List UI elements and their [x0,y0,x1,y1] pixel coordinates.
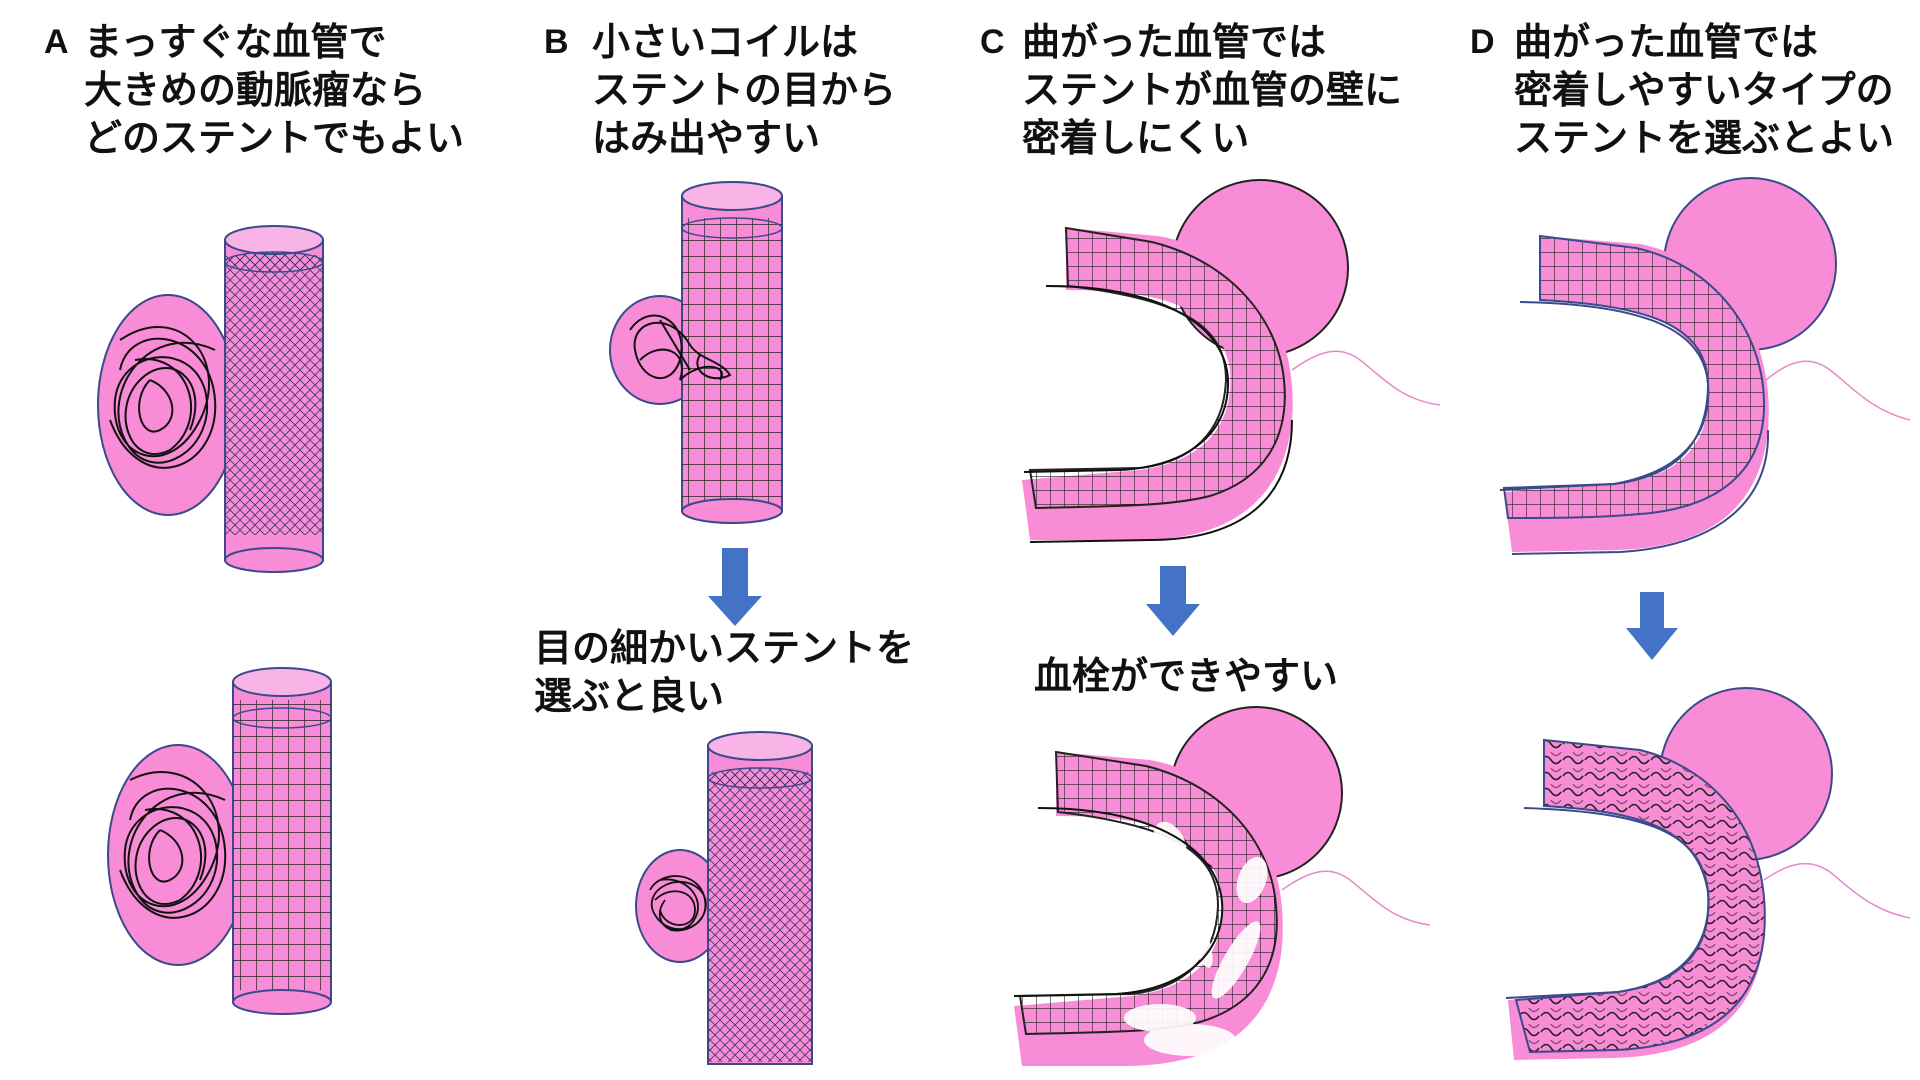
heading-line: ステントを選ぶとよい [1514,116,1895,160]
panel-c-result-caption: 血栓ができやすい [1034,652,1338,700]
vessel-wall-line [1499,301,1710,491]
stent-mesh [708,772,812,1062]
vessel-top [707,731,813,761]
stent-curved [1502,234,1766,520]
vessel-wall-line [1029,419,1293,543]
vessel-branch [1763,862,1911,919]
panel-c-top-illustration [1022,179,1441,543]
panel-b-result-caption: 目の細かいステントを 選ぶと良い [534,624,914,720]
vessel-wall-line [1511,429,1770,555]
coil-tangle [119,771,227,919]
vessel-branch [1291,350,1441,406]
vessel-top [232,667,332,697]
vessel-wall-line [1505,807,1710,999]
vessel-bottom [224,547,324,573]
panel-d-top-illustration [1499,177,1911,555]
stent-top-edge [681,217,783,239]
panel-letter: A [44,23,69,61]
vessel-branch [1281,870,1431,926]
vessel-top [224,225,324,255]
vessel-top [681,181,783,211]
thrombus-clots [1124,821,1268,1056]
heading-line: ステントの目から [592,68,897,112]
panel-letter: B [544,23,569,61]
heading-line: 密着しやすいタイプの [1514,68,1894,112]
arrow-down-icon [708,548,762,626]
panel-b-bottom-illustration [635,731,813,1065]
coil-tangle [649,875,707,932]
heading-line: まっすぐな血管で [84,20,387,64]
heading-line: はみ出やすい [592,116,821,160]
panel-c-bottom-illustration [1013,706,1431,1066]
caption-line: 目の細かいステントを [534,626,915,670]
stent-top-edge [707,767,813,789]
panel-d-bottom-illustration [1505,687,1911,1060]
panel-letter: D [1470,23,1495,61]
heading-line: 小さいコイルは [592,20,859,64]
stent-top-edge [224,251,324,273]
coil-protruding [629,314,732,381]
vessel-bottom [681,498,783,524]
coil-tangle [109,326,217,469]
vessel-bottom [232,989,332,1015]
vessel-wall-line [1023,285,1230,473]
heading-line: ステントが血管の壁に [1022,68,1403,112]
heading-line: 大きめの動脈瘤なら [84,68,427,112]
panel-a-bottom-illustration [107,667,332,1015]
vessel-branch [1765,360,1911,421]
stent-mesh [225,255,323,535]
heading-line: 曲がった血管では [1022,20,1327,64]
panel-a-top-illustration [97,225,324,573]
stent-top-edge [232,707,332,729]
stent-mesh [233,700,331,990]
heading-line: 密着しにくい [1022,116,1250,160]
arrow-down-icon [1626,592,1678,660]
stent-mesh [682,218,782,508]
caption-line: 選ぶと良い [534,674,725,718]
panel-b-top-illustration [609,181,783,524]
panel-letter: C [980,23,1005,61]
vessel-wall-line [1013,807,1224,997]
heading-line: どのステントでもよい [84,116,465,160]
stent-curved [1018,750,1278,1036]
caption-line: 血栓ができやすい [1034,654,1339,698]
heading-line: 曲がった血管では [1514,20,1819,64]
arrow-down-icon [1146,566,1200,636]
